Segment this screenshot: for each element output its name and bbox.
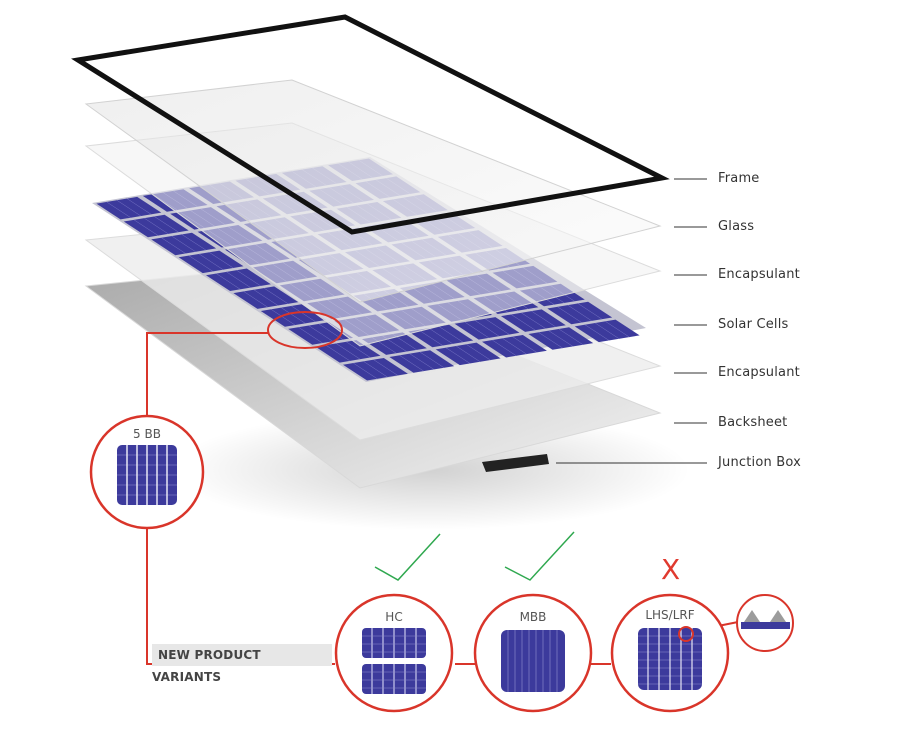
lhs-lrf-cross-icon: X xyxy=(661,553,681,586)
cell-busbar xyxy=(263,287,289,305)
cell-busbar xyxy=(419,351,445,368)
cell-busbar xyxy=(126,198,152,215)
cell-busbar xyxy=(298,326,323,344)
cell-busbar xyxy=(557,306,582,323)
cell-busbar xyxy=(161,237,186,254)
cell-busbar xyxy=(399,355,424,372)
cell-busbar xyxy=(538,332,563,349)
cell-busbar xyxy=(594,322,620,340)
lhs-lrf-caption: LHS/LRF xyxy=(645,608,695,622)
cell-busbar xyxy=(171,235,196,253)
cell-busbar xyxy=(502,338,527,355)
label-backsheet: Backsheet xyxy=(718,415,788,430)
cell-busbar xyxy=(558,328,584,345)
cell-busbar xyxy=(291,305,316,322)
cell-busbar xyxy=(455,345,481,363)
cell-busbar xyxy=(346,341,371,358)
cell-busbar xyxy=(236,269,261,287)
cell-busbar xyxy=(464,321,490,339)
frame-layer xyxy=(71,14,670,235)
cell-busbar xyxy=(511,314,536,331)
highlighted-cell-ring xyxy=(267,311,343,349)
junction-box xyxy=(482,454,549,472)
light-harvesting-cell xyxy=(638,628,702,690)
cell-busbar xyxy=(485,318,510,335)
ribbon-cross-section-icon xyxy=(741,610,790,629)
cell-busbar xyxy=(281,307,306,324)
cell-busbar xyxy=(116,199,142,217)
busbar-cell-5bb xyxy=(117,445,177,505)
cell-busbar xyxy=(353,362,378,380)
cell-busbar xyxy=(373,359,398,376)
label-frame: Frame xyxy=(718,171,760,186)
cell-busbar xyxy=(445,347,471,364)
cell-busbar xyxy=(181,234,207,251)
cell-busbar xyxy=(409,353,435,370)
multi-busbar-cell xyxy=(501,630,565,692)
glass-layer xyxy=(84,79,662,303)
cell-busbar xyxy=(144,217,169,235)
cell-busbar xyxy=(308,325,333,342)
cell-busbar xyxy=(216,273,241,290)
cell-busbar xyxy=(188,255,214,272)
label-junction-box: Junction Box xyxy=(718,455,802,470)
label-solar-cells: Solar Cells xyxy=(718,317,789,332)
label-encapsulant-lower: Encapsulant xyxy=(718,365,800,380)
cell-busbar xyxy=(466,344,491,361)
cell-busbar xyxy=(512,336,537,353)
leader-lines xyxy=(556,178,707,464)
cell-busbar xyxy=(335,343,361,360)
cell-busbar xyxy=(226,271,251,288)
cell-busbar xyxy=(548,330,574,347)
cell-busbar xyxy=(521,312,546,329)
connector-cell-to-5bb xyxy=(146,332,268,420)
cell-busbar xyxy=(325,344,351,362)
hc-check-icon xyxy=(374,533,441,581)
label-glass: Glass xyxy=(718,219,755,234)
cell-busbar xyxy=(492,339,517,357)
cell-busbar xyxy=(567,304,592,322)
cell-busbar xyxy=(605,321,630,338)
cell-busbar xyxy=(106,201,131,218)
cell-busbar xyxy=(243,291,268,308)
cell-busbar xyxy=(438,326,464,343)
cell-busbar xyxy=(418,329,443,346)
cell-busbar xyxy=(474,320,500,337)
lhs-detail-ring-top xyxy=(678,626,694,642)
cell-busbar xyxy=(154,216,179,233)
new-product-variants-label: NEW PRODUCT VARIANTS xyxy=(152,644,332,684)
cell-busbar xyxy=(363,361,388,378)
cell-busbar xyxy=(584,324,610,341)
cell-busbar xyxy=(253,289,279,306)
cell-busbar xyxy=(577,303,603,320)
cell-busbar xyxy=(428,327,453,345)
cell-busbar xyxy=(531,310,556,328)
half-cut-cell xyxy=(362,628,426,694)
mbb-caption: MBB xyxy=(519,610,547,624)
cell-busbar xyxy=(198,253,224,270)
mbb-check-icon xyxy=(504,531,575,581)
label-encapsulant-upper: Encapsulant xyxy=(718,267,800,282)
hc-caption: HC xyxy=(385,610,403,624)
cell-busbar xyxy=(209,252,234,269)
cell-busbar xyxy=(270,309,296,326)
current-cell-caption: 5 BB xyxy=(133,427,161,441)
cell-busbar xyxy=(133,219,159,236)
